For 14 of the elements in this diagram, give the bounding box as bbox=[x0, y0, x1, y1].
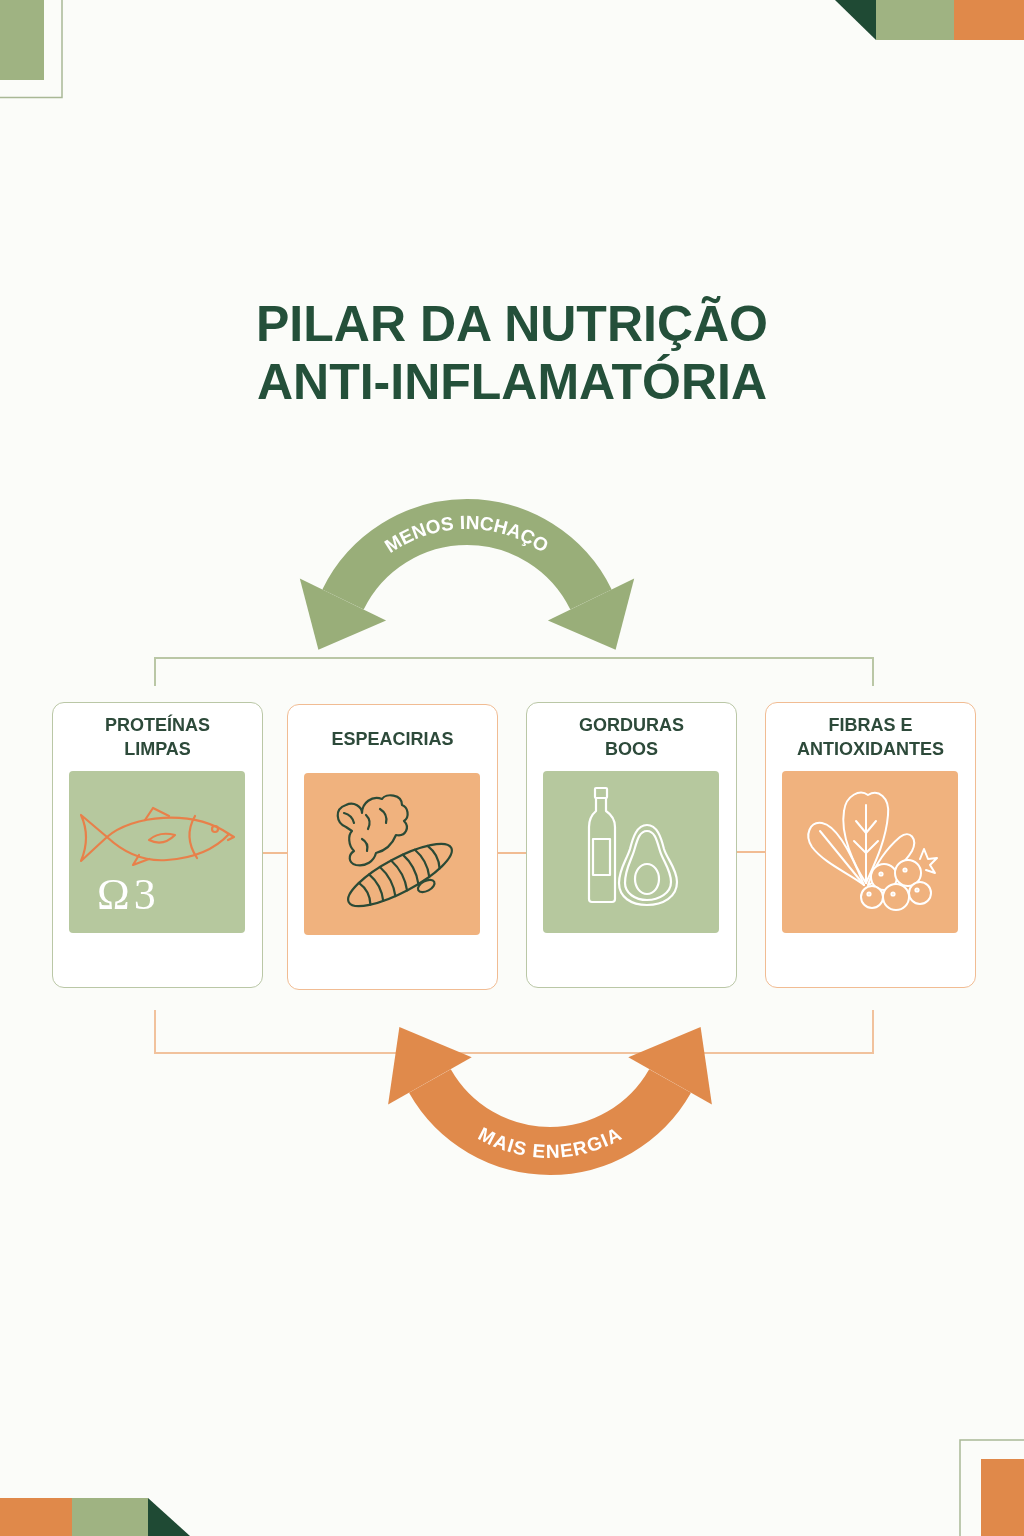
diagram-title: PILAR DA NUTRIÇÃO ANTI-INFLAMATÓRIA bbox=[255, 295, 769, 411]
category-card bbox=[287, 704, 498, 990]
category-card bbox=[765, 702, 976, 988]
category-card bbox=[526, 702, 737, 988]
card-heading: FIBRAS E ANTIOXIDANTES bbox=[796, 714, 945, 761]
connector-line bbox=[736, 851, 766, 853]
connector-line bbox=[497, 852, 527, 854]
card-heading: GORDURAS BOOS bbox=[578, 714, 685, 761]
arrow-label: MAIS ENERGIA bbox=[475, 1123, 626, 1162]
category-card bbox=[52, 702, 263, 988]
connector-line bbox=[262, 852, 288, 854]
card-heading: PROTEÍNAS LIMPAS bbox=[104, 713, 211, 761]
omega-label: Ω3 bbox=[97, 873, 160, 917]
card-heading: ESPEACIRIAS bbox=[331, 728, 454, 751]
